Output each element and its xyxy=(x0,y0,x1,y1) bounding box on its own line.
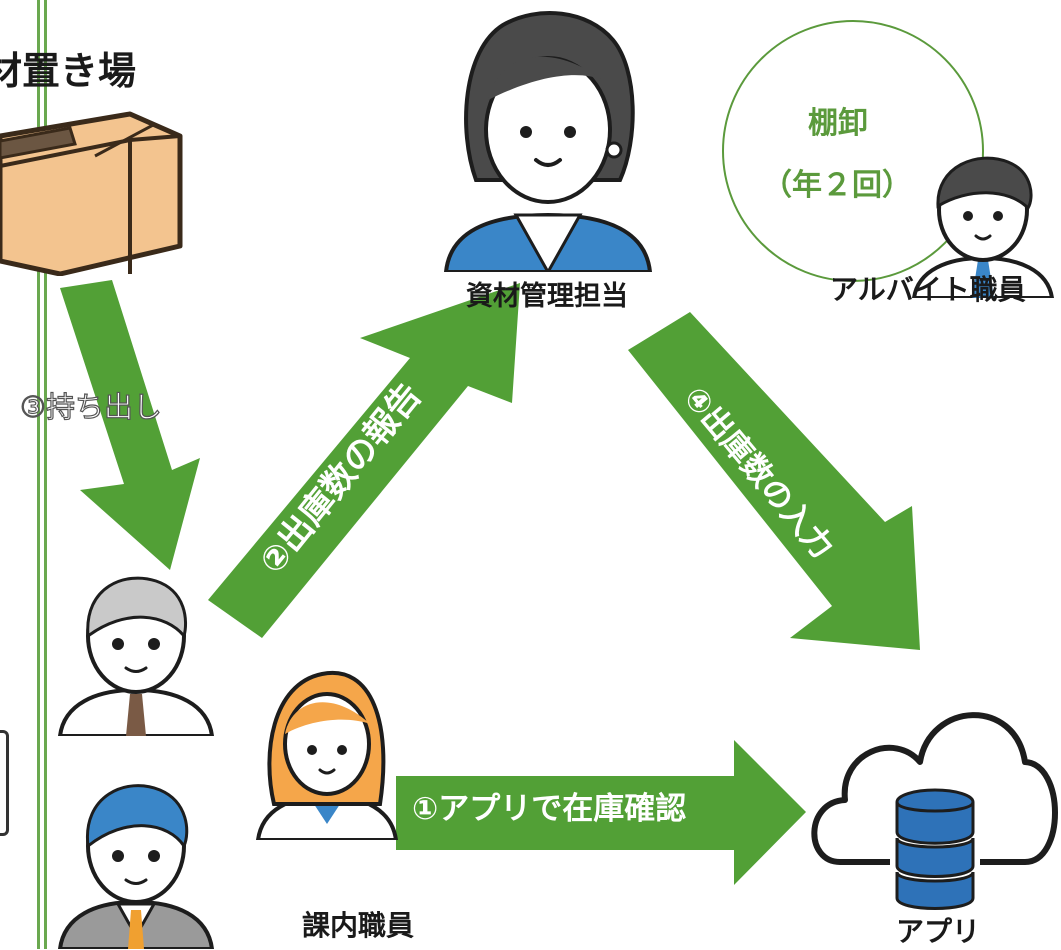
inventory-frequency: （年２回） xyxy=(762,168,912,203)
staff-label: 課内職員 xyxy=(302,909,415,942)
storage-title: 材置き場 xyxy=(0,49,137,93)
staff-gray-hair-person-icon xyxy=(56,566,216,736)
app-label: アプリ xyxy=(896,915,981,948)
take-out-arrow xyxy=(50,280,220,580)
divider-line-left xyxy=(37,0,40,949)
input-arrow xyxy=(620,300,930,650)
manager-person-icon xyxy=(428,10,668,272)
inventory-circle xyxy=(722,20,984,282)
offscreen-object-fragment xyxy=(0,730,9,836)
part-timer-label: アルバイト職員 xyxy=(830,273,1026,306)
staff-orange-hair-person-icon xyxy=(252,664,402,840)
step-confirm-label: ①アプリで在庫確認 xyxy=(412,791,687,827)
staff-blue-hair-person-icon xyxy=(56,776,216,949)
inventory-title: 棚卸 xyxy=(808,106,868,141)
cardboard-box-icon xyxy=(0,96,190,276)
divider-line-right xyxy=(44,0,47,949)
cloud-database-icon xyxy=(800,672,1061,910)
confirm-arrow xyxy=(396,740,816,890)
part-timer-person-icon xyxy=(908,148,1058,298)
manager-label: 資材管理担当 xyxy=(466,281,628,312)
step-take-out-label: ③持ち出し xyxy=(19,389,162,424)
report-arrow xyxy=(200,278,530,648)
